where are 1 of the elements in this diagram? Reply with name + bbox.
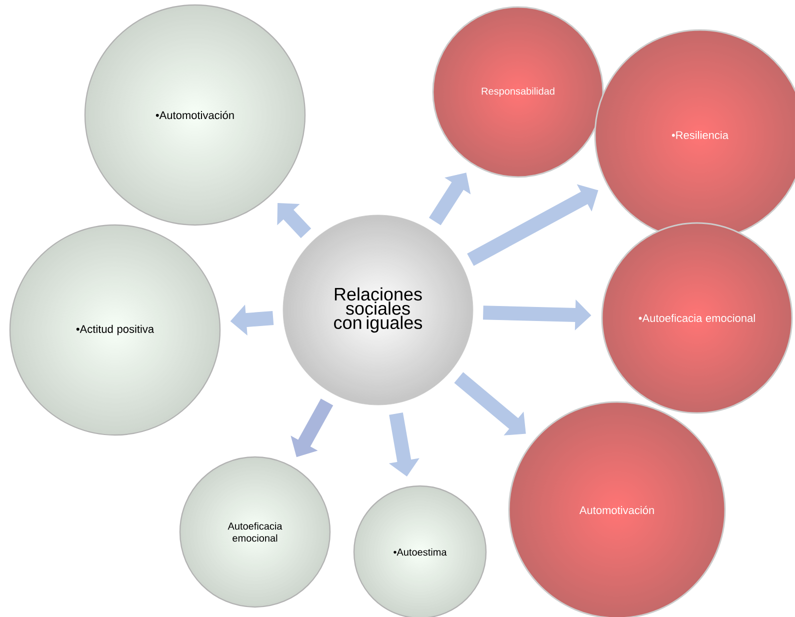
block-arrow — [454, 372, 526, 436]
